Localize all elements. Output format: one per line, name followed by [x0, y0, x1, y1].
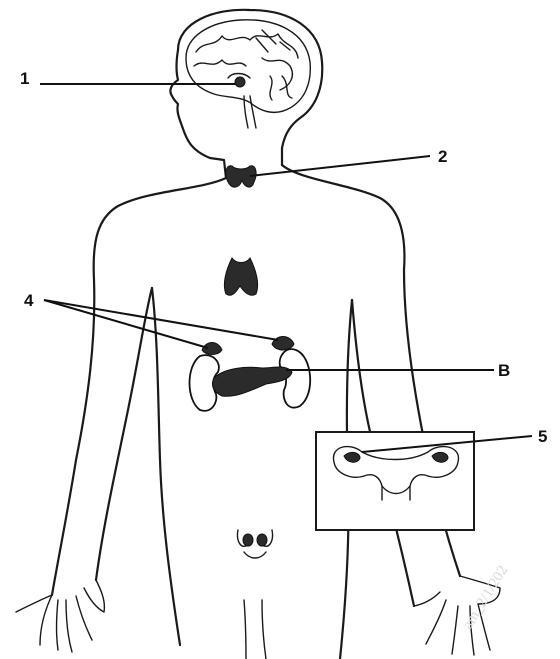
ovaries-uterus-inset-icon	[316, 432, 474, 530]
label-B: B	[498, 361, 510, 380]
label-2: 2	[438, 147, 447, 166]
label-1: 1	[20, 69, 29, 88]
body-outline	[16, 10, 500, 659]
leader-line-2	[250, 156, 430, 176]
label-4: 4	[24, 291, 34, 310]
brain-icon	[186, 20, 310, 128]
label-5: 5	[538, 427, 547, 446]
pancreas-icon	[212, 367, 292, 396]
watermark: am_2/1/202	[460, 563, 512, 632]
testes-icon	[237, 530, 272, 558]
adrenal-gland-icon	[202, 337, 294, 355]
thymus-icon	[224, 258, 257, 295]
